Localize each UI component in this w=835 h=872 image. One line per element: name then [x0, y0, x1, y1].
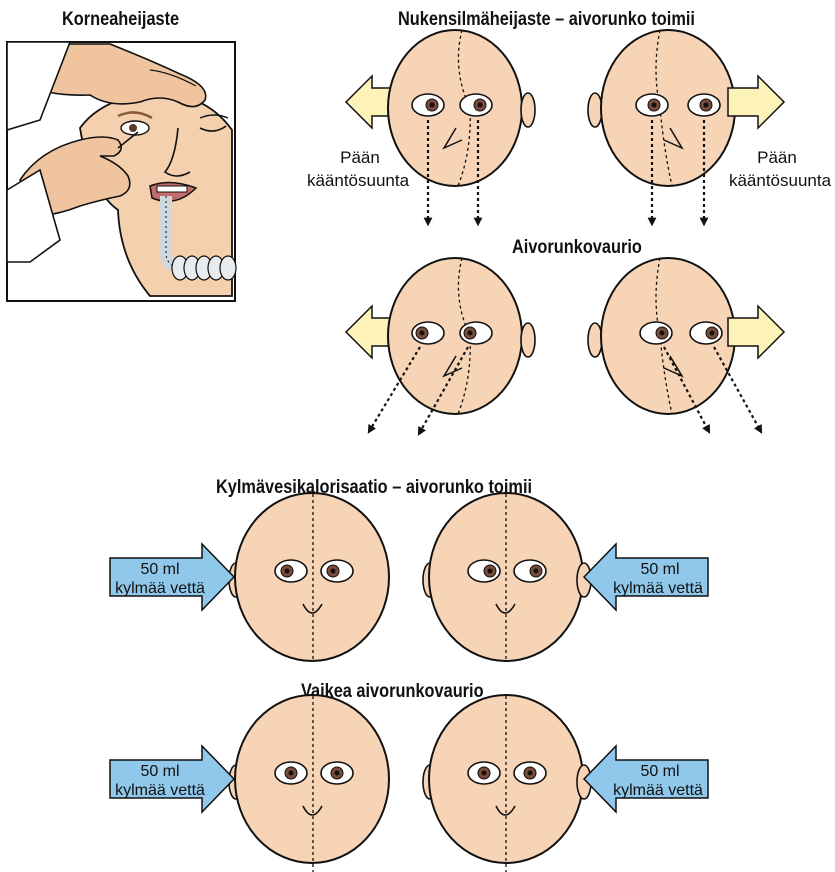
dolls-eye-head-right	[588, 30, 784, 222]
water-label-line2: kylmää vettä	[613, 580, 703, 597]
water-label-line2: kylmää vettä	[115, 782, 205, 799]
brainstem-damage-head-left	[346, 258, 535, 432]
eye	[636, 94, 668, 116]
water-label-line2: kylmää vettä	[115, 580, 205, 597]
water-label-line2: kylmää vettä	[613, 782, 703, 799]
head-turn-label-left-line1: Pään	[340, 148, 380, 167]
eye	[468, 762, 500, 784]
water-label-line1: 50 ml	[140, 561, 179, 578]
eye	[514, 560, 546, 582]
eye	[321, 762, 353, 784]
eye	[514, 762, 546, 784]
eye	[460, 322, 492, 344]
eye	[688, 94, 720, 116]
head-turn-label-right-line2: kääntösuunta	[729, 171, 832, 190]
eye	[275, 762, 307, 784]
eye	[640, 322, 672, 344]
eye	[460, 94, 492, 116]
corneal-reflex-illustration	[7, 42, 236, 301]
head-turn-arrow	[728, 306, 784, 358]
eye	[275, 560, 307, 582]
head-turn-label-right-line1: Pään	[757, 148, 797, 167]
eye	[321, 560, 353, 582]
water-label-line1: 50 ml	[640, 763, 679, 780]
eye	[690, 322, 722, 344]
head-turn-label-left-line2: kääntösuunta	[307, 171, 410, 190]
dolls-eye-head-left	[346, 30, 535, 222]
water-label-line1: 50 ml	[140, 763, 179, 780]
brainstem-damage-head-right	[588, 258, 784, 430]
head-turn-arrow	[728, 76, 784, 128]
eye	[468, 560, 500, 582]
eye	[412, 322, 444, 344]
water-label-line1: 50 ml	[640, 561, 679, 578]
eye	[412, 94, 444, 116]
